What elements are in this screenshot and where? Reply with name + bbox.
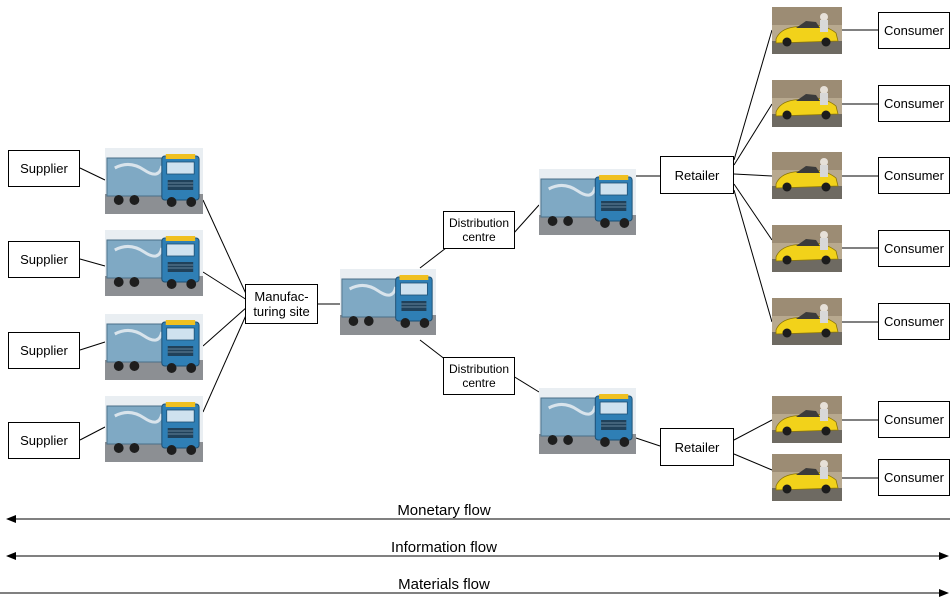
consumer-label: Consumer bbox=[884, 23, 944, 38]
distribution-centre-box-1: Distribution centre bbox=[443, 211, 515, 249]
consumer-box-3: Consumer bbox=[878, 157, 950, 194]
retailer-box-2: Retailer bbox=[660, 428, 734, 466]
consumer-label: Consumer bbox=[884, 241, 944, 256]
retailer-box-1: Retailer bbox=[660, 156, 734, 194]
monetary-flow-label: Monetary flow bbox=[397, 502, 491, 519]
supplier-box-3: Supplier bbox=[8, 332, 80, 369]
consumer-box-7: Consumer bbox=[878, 459, 950, 496]
retailer-label: Retailer bbox=[674, 439, 720, 455]
sports-car-icon bbox=[772, 396, 842, 443]
supplier-box-1: Supplier bbox=[8, 150, 80, 187]
consumer-box-1: Consumer bbox=[878, 12, 950, 49]
truck-icon bbox=[105, 396, 203, 462]
distribution-centre-label: Distribution centre bbox=[448, 216, 510, 244]
truck-icon bbox=[105, 148, 203, 214]
supplier-label: Supplier bbox=[20, 343, 68, 358]
consumer-label: Consumer bbox=[884, 412, 944, 427]
distribution-centre-box-2: Distribution centre bbox=[443, 357, 515, 395]
consumer-box-5: Consumer bbox=[878, 303, 950, 340]
supplier-label: Supplier bbox=[20, 161, 68, 176]
truck-icon bbox=[105, 314, 203, 380]
consumer-label: Consumer bbox=[884, 168, 944, 183]
consumer-label: Consumer bbox=[884, 470, 944, 485]
truck-icon bbox=[105, 230, 203, 296]
sports-car-icon bbox=[772, 225, 842, 272]
consumer-box-4: Consumer bbox=[878, 230, 950, 267]
consumer-label: Consumer bbox=[884, 96, 944, 111]
sports-car-icon bbox=[772, 7, 842, 54]
supplier-label: Supplier bbox=[20, 433, 68, 448]
consumer-label: Consumer bbox=[884, 314, 944, 329]
supplier-label: Supplier bbox=[20, 252, 68, 267]
truck-icon bbox=[539, 388, 636, 454]
manufacturing-site-box: Manufac- turing site bbox=[245, 284, 318, 324]
truck-icon bbox=[539, 169, 636, 235]
truck-icon bbox=[340, 269, 436, 335]
retailer-label: Retailer bbox=[674, 167, 720, 183]
sports-car-icon bbox=[772, 152, 842, 199]
distribution-centre-label: Distribution centre bbox=[448, 362, 510, 390]
information-flow-label: Information flow bbox=[391, 539, 497, 556]
sports-car-icon bbox=[772, 454, 842, 501]
manufacturing-site-label: Manufac- turing site bbox=[253, 289, 310, 319]
materials-flow-label: Materials flow bbox=[398, 576, 490, 593]
supplier-box-2: Supplier bbox=[8, 241, 80, 278]
sports-car-icon bbox=[772, 80, 842, 127]
consumer-box-6: Consumer bbox=[878, 401, 950, 438]
consumer-box-2: Consumer bbox=[878, 85, 950, 122]
supplier-box-4: Supplier bbox=[8, 422, 80, 459]
sports-car-icon bbox=[772, 298, 842, 345]
